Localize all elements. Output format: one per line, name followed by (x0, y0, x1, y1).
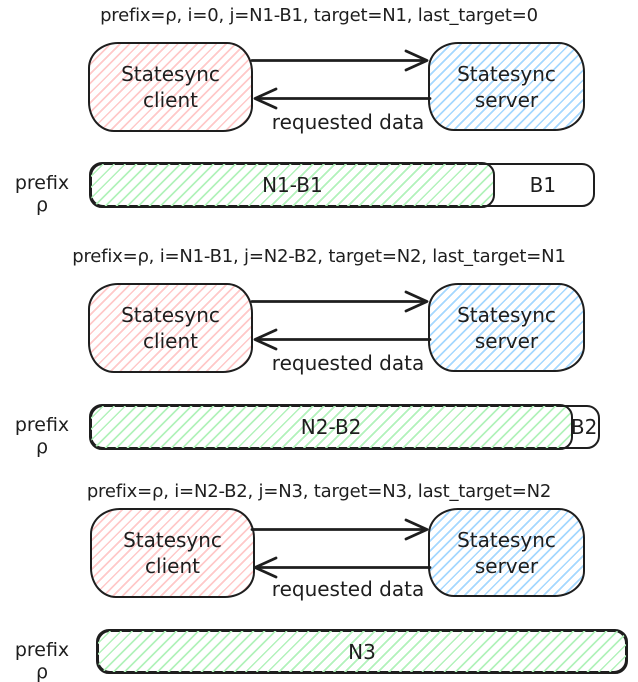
synced-segment-label: N3 (348, 639, 376, 664)
message-arrows (250, 518, 432, 579)
statesync-client-box: Statesync client (90, 508, 255, 598)
round2-parameters: prefix=ρ, i=N1-B1, j=N2-B2, target=N2, l… (72, 246, 566, 267)
statesync-server-box: Statesync server (428, 283, 585, 372)
prefix-label: prefix ρ (14, 414, 70, 458)
response-label: requested data (271, 110, 425, 134)
server-label: Statesync server (457, 302, 556, 353)
statesync-server-box: Statesync server (428, 508, 585, 597)
synced-segment: N3 (96, 629, 628, 674)
round3-parameters: prefix=ρ, i=N2-B2, j=N3, target=N3, last… (86, 481, 552, 502)
progress-bar-round3: N3 (96, 629, 628, 674)
prefix-label: prefix ρ (14, 172, 70, 216)
statesync-client-box: Statesync client (88, 283, 253, 373)
remaining-segment: B1 (493, 165, 593, 205)
statesync-server-box: Statesync server (428, 42, 585, 131)
round1-parameters: prefix=ρ, i=0, j=N1-B1, target=N1, last_… (100, 5, 538, 26)
synced-segment-label: N1-B1 (262, 173, 323, 197)
response-arrow (253, 328, 432, 351)
response-label: requested data (271, 351, 425, 375)
server-label: Statesync server (457, 61, 556, 112)
synced-segment-label: N2-B2 (300, 415, 362, 439)
request-arrow (250, 518, 429, 541)
remaining-segment: B2 (570, 407, 598, 447)
response-label: requested data (271, 577, 425, 601)
progress-bar-round2: N2-B2 B2 (89, 404, 600, 450)
remaining-segment-label: B2 (570, 415, 598, 439)
progress-bar-round1: N1-B1 B1 (89, 162, 595, 208)
response-arrow (253, 87, 432, 110)
prefix-label: prefix ρ (14, 639, 70, 682)
remaining-segment-label: B1 (529, 173, 557, 197)
message-arrows (250, 290, 432, 351)
request-arrow (250, 49, 429, 72)
synced-segment: N1-B1 (89, 162, 496, 208)
client-label: Statesync client (121, 303, 220, 353)
client-label: Statesync client (121, 62, 220, 112)
statesync-client-box: Statesync client (88, 42, 253, 132)
response-arrow (253, 556, 432, 579)
synced-segment: N2-B2 (89, 404, 573, 450)
message-arrows (250, 49, 432, 110)
server-label: Statesync server (457, 527, 556, 578)
request-arrow (250, 290, 429, 313)
client-label: Statesync client (123, 528, 222, 578)
